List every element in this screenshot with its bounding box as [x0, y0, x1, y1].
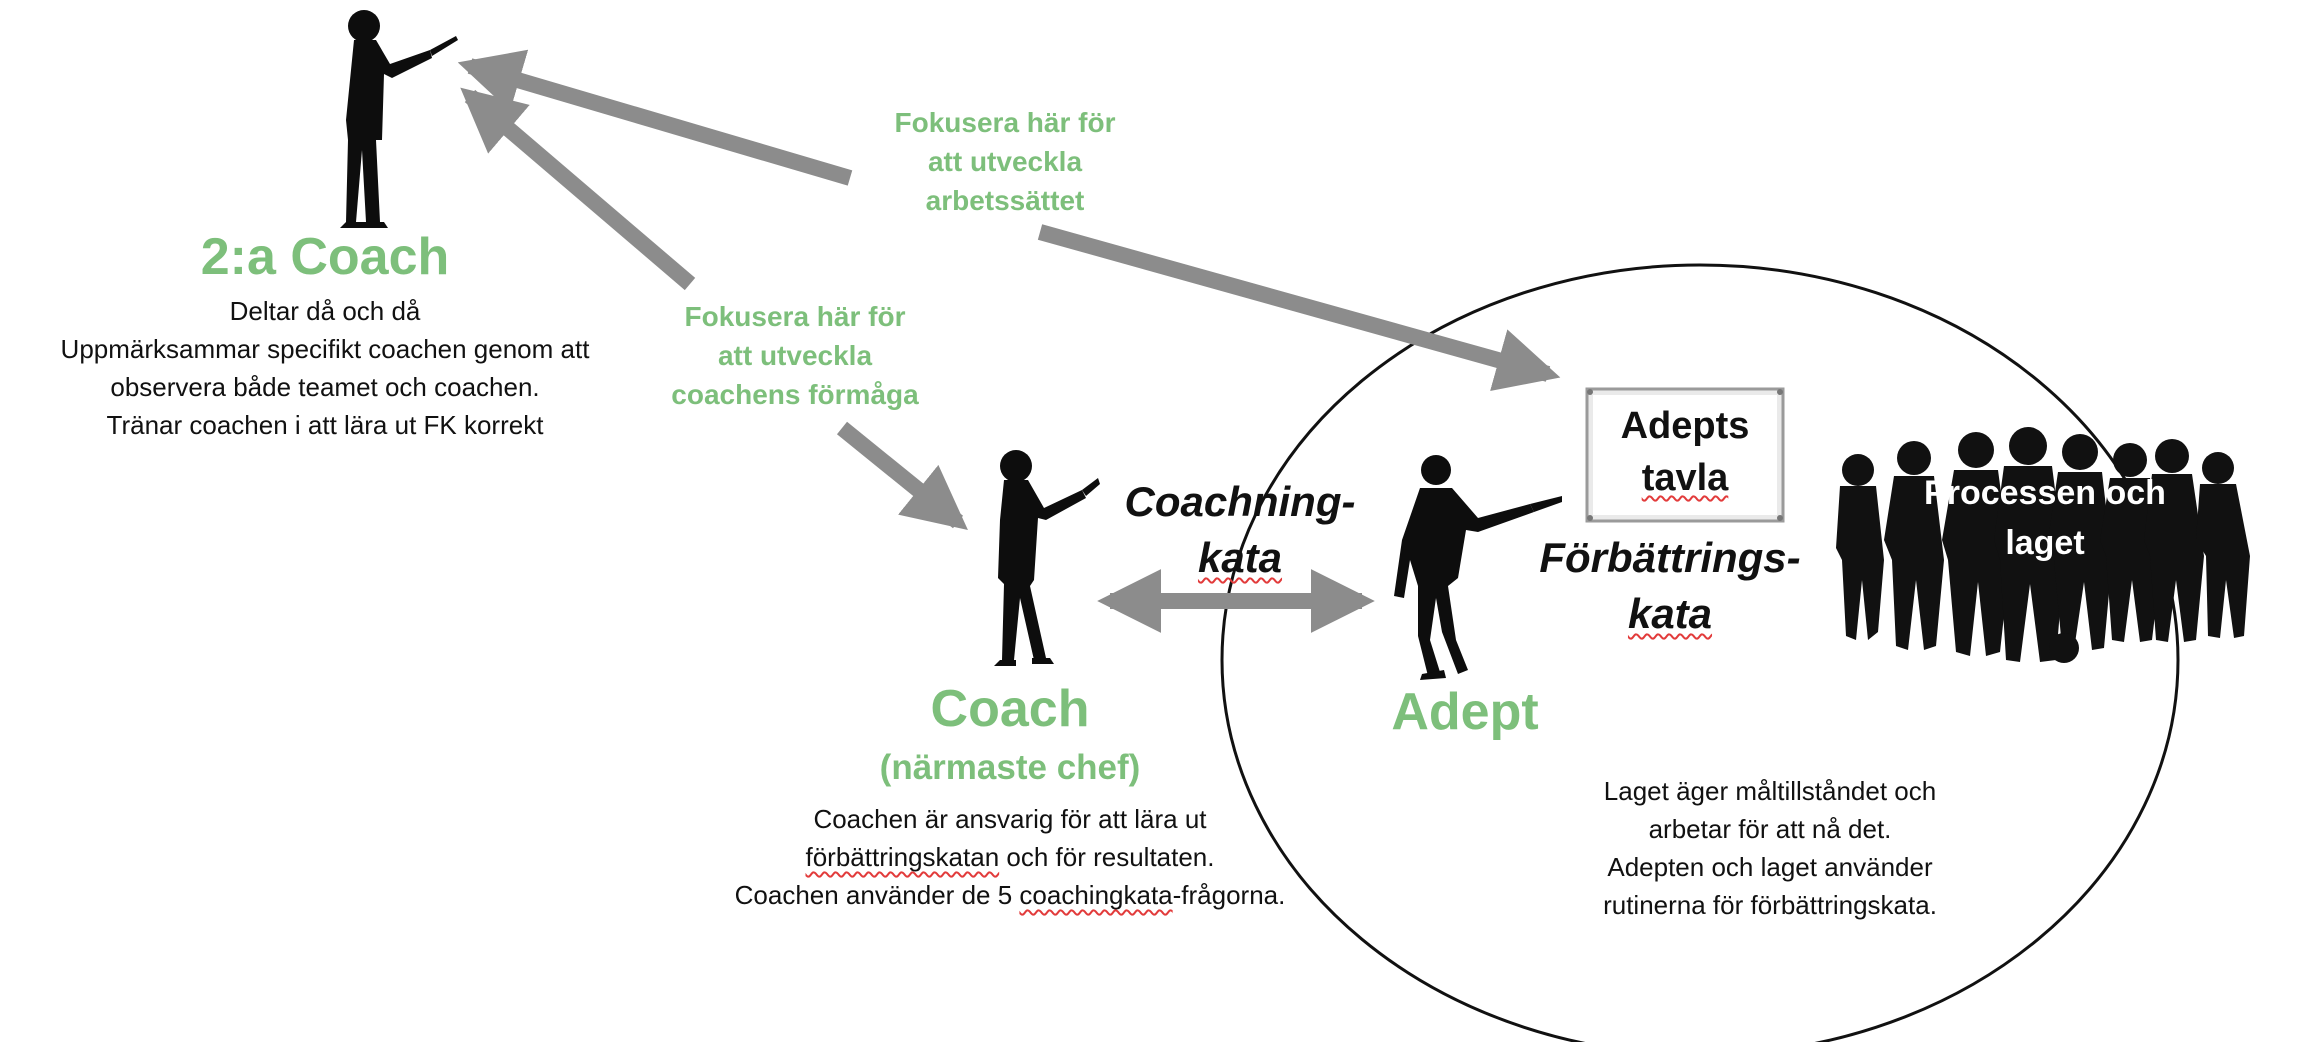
second-coach-desc-line: Tränar coachen i att lära ut FK korrekt — [106, 410, 544, 440]
coach-desc-line: förbättringskatan och för resultaten. — [660, 838, 1360, 876]
arrow-to-second-coach-top — [457, 49, 853, 186]
focus-coach-line: Fokusera här för — [684, 301, 906, 332]
arrow-to-coach — [836, 421, 968, 531]
coaching-kata-line: Coachning- — [1124, 478, 1356, 525]
adept-silhouette — [1394, 455, 1562, 680]
team-desc-line: Adepten och laget använder — [1607, 852, 1933, 882]
team-label-line: Processen och — [1924, 474, 2166, 512]
board-label: Adepts tavla — [1587, 400, 1783, 504]
team-silhouettes — [1836, 427, 2250, 663]
second-coach-desc-line: Uppmärksammar specifikt coachen genom at… — [60, 334, 590, 364]
coach-title: Coach — [930, 680, 1090, 738]
coach-desc-text: Coachen använder de 5 — [734, 880, 1020, 910]
coaching-kata-squiggle-word: kata — [1197, 534, 1283, 581]
coach-desc-squiggle-word: förbättringskatan — [805, 842, 1000, 872]
adept-board — [1585, 387, 1785, 523]
coach-silhouette — [994, 450, 1100, 666]
second-coach-silhouette — [340, 10, 458, 228]
coach-desc-line: Coachen är ansvarig för att lära ut — [813, 804, 1207, 834]
coach-subtitle: (närmaste chef) — [879, 748, 1141, 787]
improvement-kata-line: Förbättrings- — [1539, 534, 1801, 581]
coach-description: Coachen är ansvarig för att lära ut förb… — [660, 800, 1360, 914]
improvement-kata-squiggle-word: kata — [1627, 590, 1713, 637]
team-desc-line: Laget äger måltillståndet och — [1603, 776, 1937, 806]
coaching-kata-label: Coachning- kata — [1110, 474, 1370, 586]
focus-coach-line: coachens förmåga — [671, 379, 919, 410]
improvement-kata-label: Förbättrings- kata — [1520, 530, 1820, 642]
coach-desc-text: och för resultaten. — [999, 842, 1215, 872]
second-coach-description: Deltar då och då Uppmärksammar specifikt… — [0, 292, 650, 444]
team-label-line: laget — [2005, 524, 2085, 562]
arrow-to-board — [1037, 224, 1561, 392]
team-label: Processen och laget — [1900, 468, 2190, 568]
board-label-line: Adepts — [1620, 405, 1750, 447]
focus-method-line: arbetssättet — [925, 185, 1085, 216]
team-description: Laget äger måltillståndet och arbetar fö… — [1520, 772, 2020, 924]
coach-desc-squiggle-word: coachingkata — [1019, 880, 1173, 910]
coaching-kata-line: kata — [1110, 530, 1370, 586]
focus-method-line: Fokusera här för — [894, 107, 1116, 138]
coach-desc-text: -frågorna. — [1172, 880, 1286, 910]
board-label-line: tavla — [1587, 452, 1783, 504]
second-coach-desc-line: observera både teamet och coachen. — [110, 372, 540, 402]
focus-method-label: Fokusera här för att utveckla arbetssätt… — [840, 103, 1170, 220]
improvement-kata-line: kata — [1520, 586, 1820, 642]
team-desc-line: arbetar för att nå det. — [1648, 814, 1892, 844]
team-ellipse — [1220, 263, 2180, 1042]
focus-method-line: att utveckla — [927, 146, 1083, 177]
adept-title: Adept — [1391, 683, 1539, 741]
second-coach-desc-line: Deltar då och då — [229, 296, 421, 326]
focus-coach-line: att utveckla — [717, 340, 873, 371]
arrow-to-second-coach-bottom — [460, 87, 696, 291]
team-desc-line: rutinerna för förbättringskata. — [1603, 890, 1937, 920]
second-coach-title: 2:a Coach — [200, 228, 450, 286]
board-squiggle-word: tavla — [1641, 457, 1729, 499]
focus-coach-label: Fokusera här för att utveckla coachens f… — [630, 297, 960, 414]
coach-desc-line: Coachen använder de 5 coachingkata-frågo… — [660, 876, 1360, 914]
